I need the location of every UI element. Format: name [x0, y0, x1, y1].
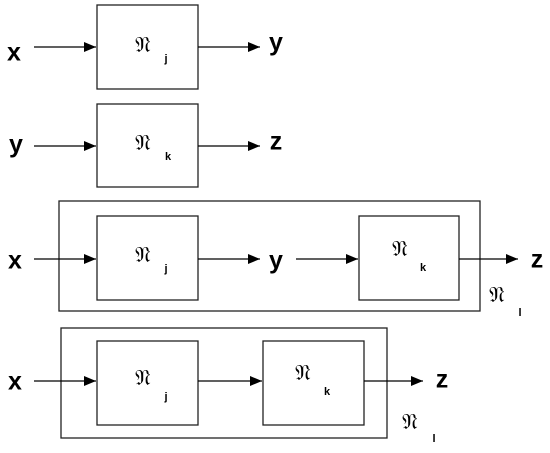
row-4-block-1-subscript: j — [163, 391, 167, 403]
row-3-composite-symbol: 𝔑 — [489, 283, 505, 308]
row-4-block-1 — [96, 340, 199, 426]
row-3-intermediate-label: y — [269, 247, 283, 275]
row-1-input-label: x — [7, 39, 21, 67]
row-4-block-2-symbol: 𝔑 — [295, 361, 311, 386]
row-3-block-1 — [96, 215, 199, 301]
row-4-composite-frame — [60, 327, 388, 439]
row-1: x 𝔑 j y — [7, 4, 283, 90]
row-4-composite-subscript: l — [432, 433, 435, 445]
row-4-block-2-subscript: k — [324, 386, 331, 398]
row-2-input-label: y — [9, 131, 23, 159]
row-3-block-1-symbol: 𝔑 — [135, 243, 151, 268]
row-3-block-2-symbol: 𝔑 — [392, 237, 408, 262]
row-3-output-label: z — [531, 246, 544, 274]
row-2-block-1-symbol: 𝔑 — [135, 131, 151, 156]
row-4-composite-symbol: 𝔑 — [402, 410, 418, 435]
row-1-block-1-subscript: j — [163, 53, 167, 65]
row-2: y 𝔑 k z — [9, 103, 283, 188]
row-1-block-1-symbol: 𝔑 — [135, 33, 151, 58]
row-3-composite-subscript: l — [518, 307, 521, 319]
row-4-block-1-symbol: 𝔑 — [135, 366, 151, 391]
row-4-input-label: x — [8, 368, 22, 396]
row-1-output-label: y — [269, 29, 283, 57]
row-2-block-1 — [96, 103, 199, 188]
row-2-output-label: z — [270, 128, 283, 156]
row-3: x 𝔑 j y 𝔑 k z 𝔑 l — [8, 200, 544, 319]
row-4: x 𝔑 j 𝔑 k z 𝔑 l — [8, 327, 449, 445]
row-4-block-2 — [262, 340, 365, 426]
row-3-block-1-subscript: j — [163, 263, 167, 275]
row-3-composite-frame — [58, 200, 481, 312]
row-3-block-2-subscript: k — [420, 262, 427, 274]
row-2-block-1-subscript: k — [165, 151, 172, 163]
row-4-output-label: z — [436, 366, 449, 394]
row-3-block-2 — [358, 215, 460, 301]
row-3-input-label: x — [8, 247, 22, 275]
